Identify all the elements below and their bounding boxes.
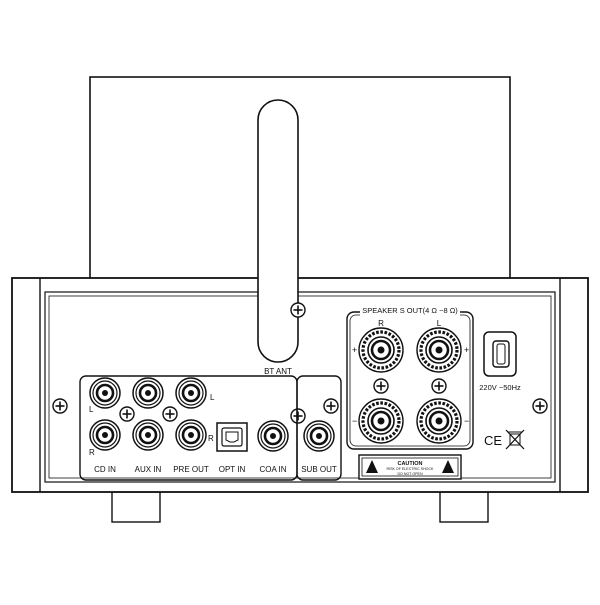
- speaker-positive-mark: +: [464, 345, 469, 355]
- screw-icon: [373, 378, 389, 394]
- right-channel-mark: R: [89, 448, 95, 457]
- cd-in-left-jack[interactable]: [88, 376, 122, 410]
- speaker-left-positive-terminal[interactable]: [415, 326, 463, 374]
- weee-bin-icon: [505, 429, 525, 450]
- pre-out-left-mark: L: [210, 393, 215, 402]
- bt-antenna: [257, 99, 299, 363]
- aux-in-left-jack[interactable]: [131, 376, 165, 410]
- speakers-out-label: SPEAKER S OUT(4 Ω ~8 Ω): [362, 306, 458, 315]
- cd-in-right-jack[interactable]: [88, 418, 122, 452]
- screw-icon: [290, 408, 306, 424]
- screw-icon: [323, 398, 339, 414]
- opt-in-label: OPT IN: [219, 465, 246, 474]
- caution-line-2: DO NOT OPEN: [397, 472, 422, 476]
- coa-in-jack[interactable]: [256, 419, 290, 453]
- sub-out-section-frame: [296, 375, 342, 481]
- screw-icon: [532, 398, 548, 414]
- caution-line-1: RISK OF ELECTRIC SHOCK: [387, 467, 435, 471]
- aux-in-right-jack[interactable]: [131, 418, 165, 452]
- speaker-positive-mark: +: [352, 345, 357, 355]
- screw-icon: [52, 398, 68, 414]
- left-foot: [111, 491, 161, 523]
- screw-icon: [290, 302, 306, 318]
- cd-in-label: CD IN: [94, 465, 116, 474]
- speaker-negative-mark: −: [464, 416, 469, 426]
- top-cover-outline: [89, 76, 511, 283]
- left-channel-mark: L: [89, 405, 94, 414]
- screw-icon: [119, 406, 135, 422]
- pre-out-label: PRE OUT: [173, 465, 209, 474]
- screw-icon: [162, 406, 178, 422]
- speaker-left-label: L: [437, 319, 442, 328]
- screw-icon: [431, 378, 447, 394]
- speaker-right-negative-terminal[interactable]: [357, 397, 405, 445]
- speaker-left-negative-terminal[interactable]: [415, 397, 463, 445]
- pre-out-right-mark: R: [208, 434, 214, 443]
- speaker-negative-mark: −: [352, 416, 357, 426]
- pre-out-right-jack[interactable]: [174, 418, 208, 452]
- sub-out-jack[interactable]: [302, 419, 336, 453]
- speaker-right-label: R: [378, 319, 384, 328]
- pre-out-left-jack[interactable]: [174, 376, 208, 410]
- aux-in-label: AUX IN: [135, 465, 162, 474]
- sub-out-label: SUB OUT: [301, 465, 337, 474]
- coa-in-label: COA IN: [259, 465, 286, 474]
- bt-ant-label: BT ANT: [264, 367, 292, 376]
- warning-triangle-icon: [442, 460, 454, 473]
- warning-triangle-icon: [366, 460, 378, 473]
- caution-label: [358, 454, 462, 480]
- right-foot: [439, 491, 489, 523]
- power-spec-label: 220V ~50Hz: [479, 383, 521, 392]
- ce-mark-icon: CE: [484, 433, 502, 448]
- caution-title: CAUTION: [397, 461, 422, 467]
- speaker-right-positive-terminal[interactable]: [357, 326, 405, 374]
